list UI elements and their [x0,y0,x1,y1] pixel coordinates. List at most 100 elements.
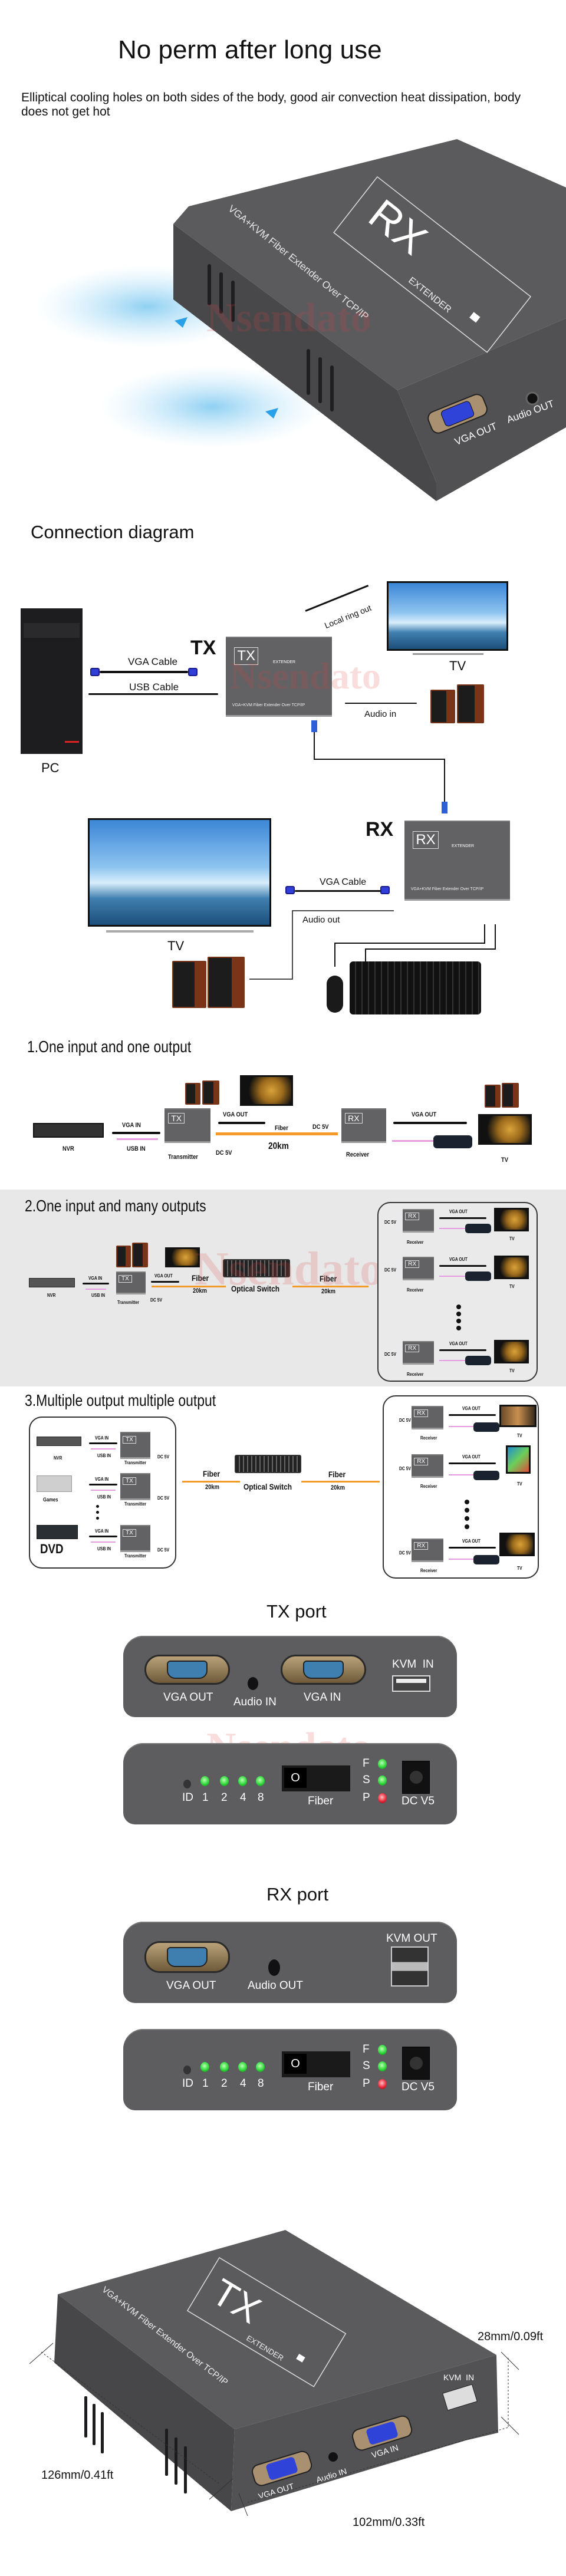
hero-description: Elliptical cooling holes on both sides o… [21,91,521,118]
rx-port-title: RX port [266,1884,329,1905]
distance-label: 20km [193,1287,207,1294]
id-button[interactable] [183,1780,191,1788]
mouse-icon [327,976,343,1013]
width-dimension: 102mm/0.33ft [353,2516,425,2529]
optical-switch-icon [235,1455,301,1473]
vga-connector-icon [90,668,100,676]
fiber-label: Fiber [308,1795,334,1807]
led-label: 8 [258,1791,264,1804]
speaker-icon [208,957,245,1008]
rx-device-illustration: RX EXTENDER VGA+KVM Fiber Extender Over … [35,139,566,501]
dc-jack [402,1761,430,1794]
fiber-port: O [282,1765,350,1791]
kvm-out-label: KVM OUT [386,1932,437,1945]
vga-out-label: VGA OUT [223,1111,248,1118]
fiber-label: Fiber [192,1273,209,1283]
scenario-one-input-many-outputs: 2.One input and many outputs NVR VGA IN … [0,1190,566,1386]
tx-port-title: TX port [266,1601,327,1622]
dual-usb-port [391,1946,429,1987]
led-label: 4 [240,1791,246,1804]
fiber-cable [292,1286,368,1287]
audio-jack [525,391,539,406]
vga-cable [112,1132,160,1134]
led-2 [220,1776,229,1786]
vga-cable [295,890,381,892]
fiber-label: Fiber [328,1470,346,1479]
led-label: 1 [202,2077,209,2090]
dc-label: DC 5V [216,1149,232,1157]
status-f-label: F [363,2043,370,2055]
tx-device-dimensions-illustration: TX EXTENDER VGA+KVM Fiber Extender Over … [29,2230,544,2529]
led-2 [220,2062,229,2072]
scenario2-title: 2.One input and many outputs [25,1197,206,1215]
more-indicator [456,1305,461,1309]
pc-label: PC [41,760,60,775]
pc-tower [21,608,83,754]
led-8 [256,2062,265,2072]
fiber-cable [311,720,447,813]
cooling-vents [84,2396,187,2493]
keyboard-icon [473,1555,499,1564]
tv-label: TV [167,938,185,953]
nvr-label: NVR [47,1293,56,1298]
tv-icon [387,581,508,651]
distance-label: 20km [331,1484,345,1491]
vga-in-label: VGA IN [122,1122,141,1129]
keyboard-icon [465,1356,491,1365]
keyboard-icon [465,1224,491,1233]
monitor-icon [240,1075,293,1106]
vga-cable-label: VGA Cable [128,656,178,667]
vga-out-label: VGA OUT [412,1111,437,1118]
vga-connector-icon [188,668,198,676]
status-led-p [378,2079,387,2089]
transmitter-row: NVR VGA IN USB IN TX Transmitter DC 5V [30,1432,176,1465]
source-device [37,1437,81,1446]
keyboard-icon [473,1471,499,1480]
optical-switch-icon [223,1259,290,1277]
tv-label: TV [501,1157,508,1164]
speaker-icon [485,1085,501,1108]
cooling-vents [208,264,334,411]
led-label: 2 [221,2077,228,2090]
receivers-group: DC 5V RX VGA OUT Receiver TV DC 5V RX VG… [383,1395,539,1579]
audio-jack [248,1677,258,1690]
transmitter-row: DVD VGA IN USB IN TX Transmitter DC 5V [30,1525,176,1560]
status-led-s [378,1775,387,1786]
receiver-row: DC 5V RX VGA OUT Receiver TV [379,1256,538,1293]
speaker-icon [202,1081,219,1105]
monitor-icon [165,1247,200,1267]
usb-cables [334,924,496,967]
usb-port [392,1675,430,1692]
dimension-lines [41,2351,509,2503]
speaker-icon [116,1246,131,1267]
audio-in-cable [345,703,417,704]
tv-icon [478,1114,532,1145]
vga-out-label: VGA OUT [166,1979,216,1992]
led-4 [238,2062,247,2072]
device-side [173,224,436,501]
rx-unit: RX EXTENDER VGA+KVM Fiber Extender Over … [404,821,510,901]
status-p-label: P [363,1791,370,1804]
id-button[interactable] [183,2066,191,2074]
tv-icon [88,818,271,927]
keyboard-icon [465,1271,491,1281]
led-label: 4 [240,2077,246,2090]
airflow-glow [100,365,324,448]
vga-cable [100,671,188,673]
status-led-f [378,1759,387,1769]
speaker-icon [430,690,455,723]
distance-label: 20km [268,1141,289,1151]
nvr-device [33,1123,104,1138]
local-ring-out-label: Local ring out [323,602,373,631]
keyboard-icon [350,961,481,1014]
led-label: 8 [258,2077,264,2090]
nvr-label: NVR [62,1145,74,1152]
optical-switch-label: Optical Switch [243,1482,292,1491]
length-dimension: 126mm/0.41ft [41,2469,114,2482]
led-4 [238,1776,247,1786]
transmitter-unit: TX [116,1271,146,1294]
tx-unit: TX EXTENDER VGA+KVM Fiber Extender Over … [226,637,332,717]
vga-out-label: VGA OUT [163,1691,213,1704]
